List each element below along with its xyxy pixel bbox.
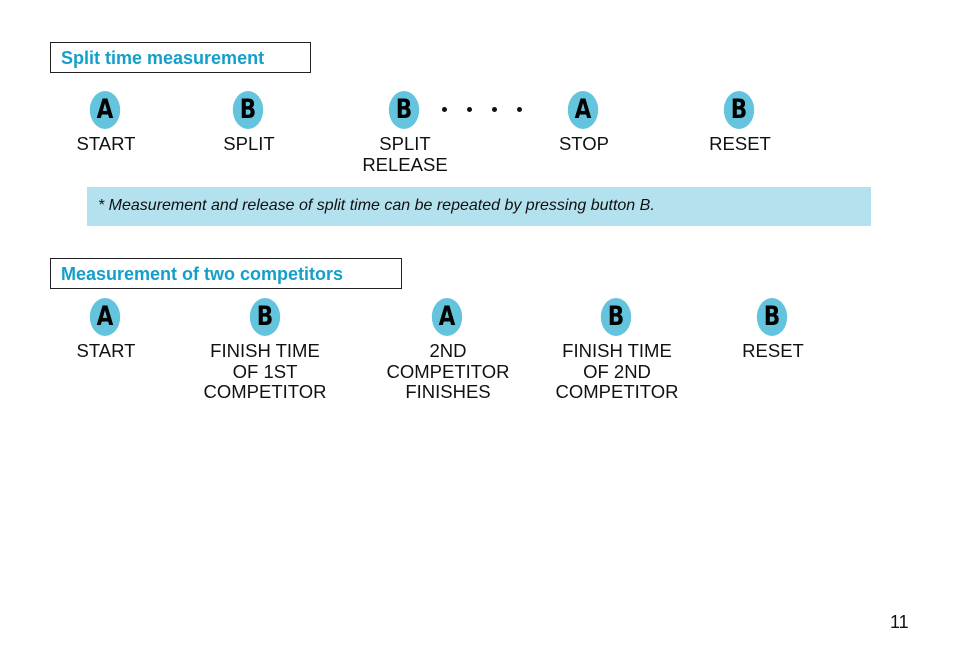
page-number: 11 [890, 612, 909, 632]
button-a-icon: A [431, 298, 463, 336]
button-a-icon: A [567, 91, 599, 129]
repeat-dot [492, 107, 497, 112]
button-b-icon: B [600, 298, 632, 336]
button-a-icon: A [89, 298, 121, 336]
step-label: FINISH TIME OF 2ND COMPETITOR [555, 340, 679, 402]
step-label: START [76, 340, 136, 361]
step-label: SPLIT RELEASE [362, 133, 448, 175]
button-b-icon: B [388, 91, 420, 129]
step-label: START [76, 133, 136, 154]
repeat-dot [517, 107, 522, 112]
step-label: 2ND COMPETITOR FINISHES [386, 340, 510, 402]
button-b-icon: B [723, 91, 755, 129]
button-b-icon: B [232, 91, 264, 129]
note-box: * Measurement and release of split time … [87, 187, 871, 226]
step-label: RESET [742, 340, 804, 361]
button-b-icon: B [249, 298, 281, 336]
section-heading-two-competitors: Measurement of two competitors [50, 258, 402, 289]
step-label: RESET [709, 133, 771, 154]
step-label: STOP [558, 133, 610, 154]
repeat-dot [467, 107, 472, 112]
section-heading-split-time: Split time measurement [50, 42, 311, 73]
repeat-dot [442, 107, 447, 112]
step-label: SPLIT [223, 133, 275, 154]
step-label: FINISH TIME OF 1ST COMPETITOR [203, 340, 327, 402]
button-a-icon: A [89, 91, 121, 129]
button-b-icon: B [756, 298, 788, 336]
